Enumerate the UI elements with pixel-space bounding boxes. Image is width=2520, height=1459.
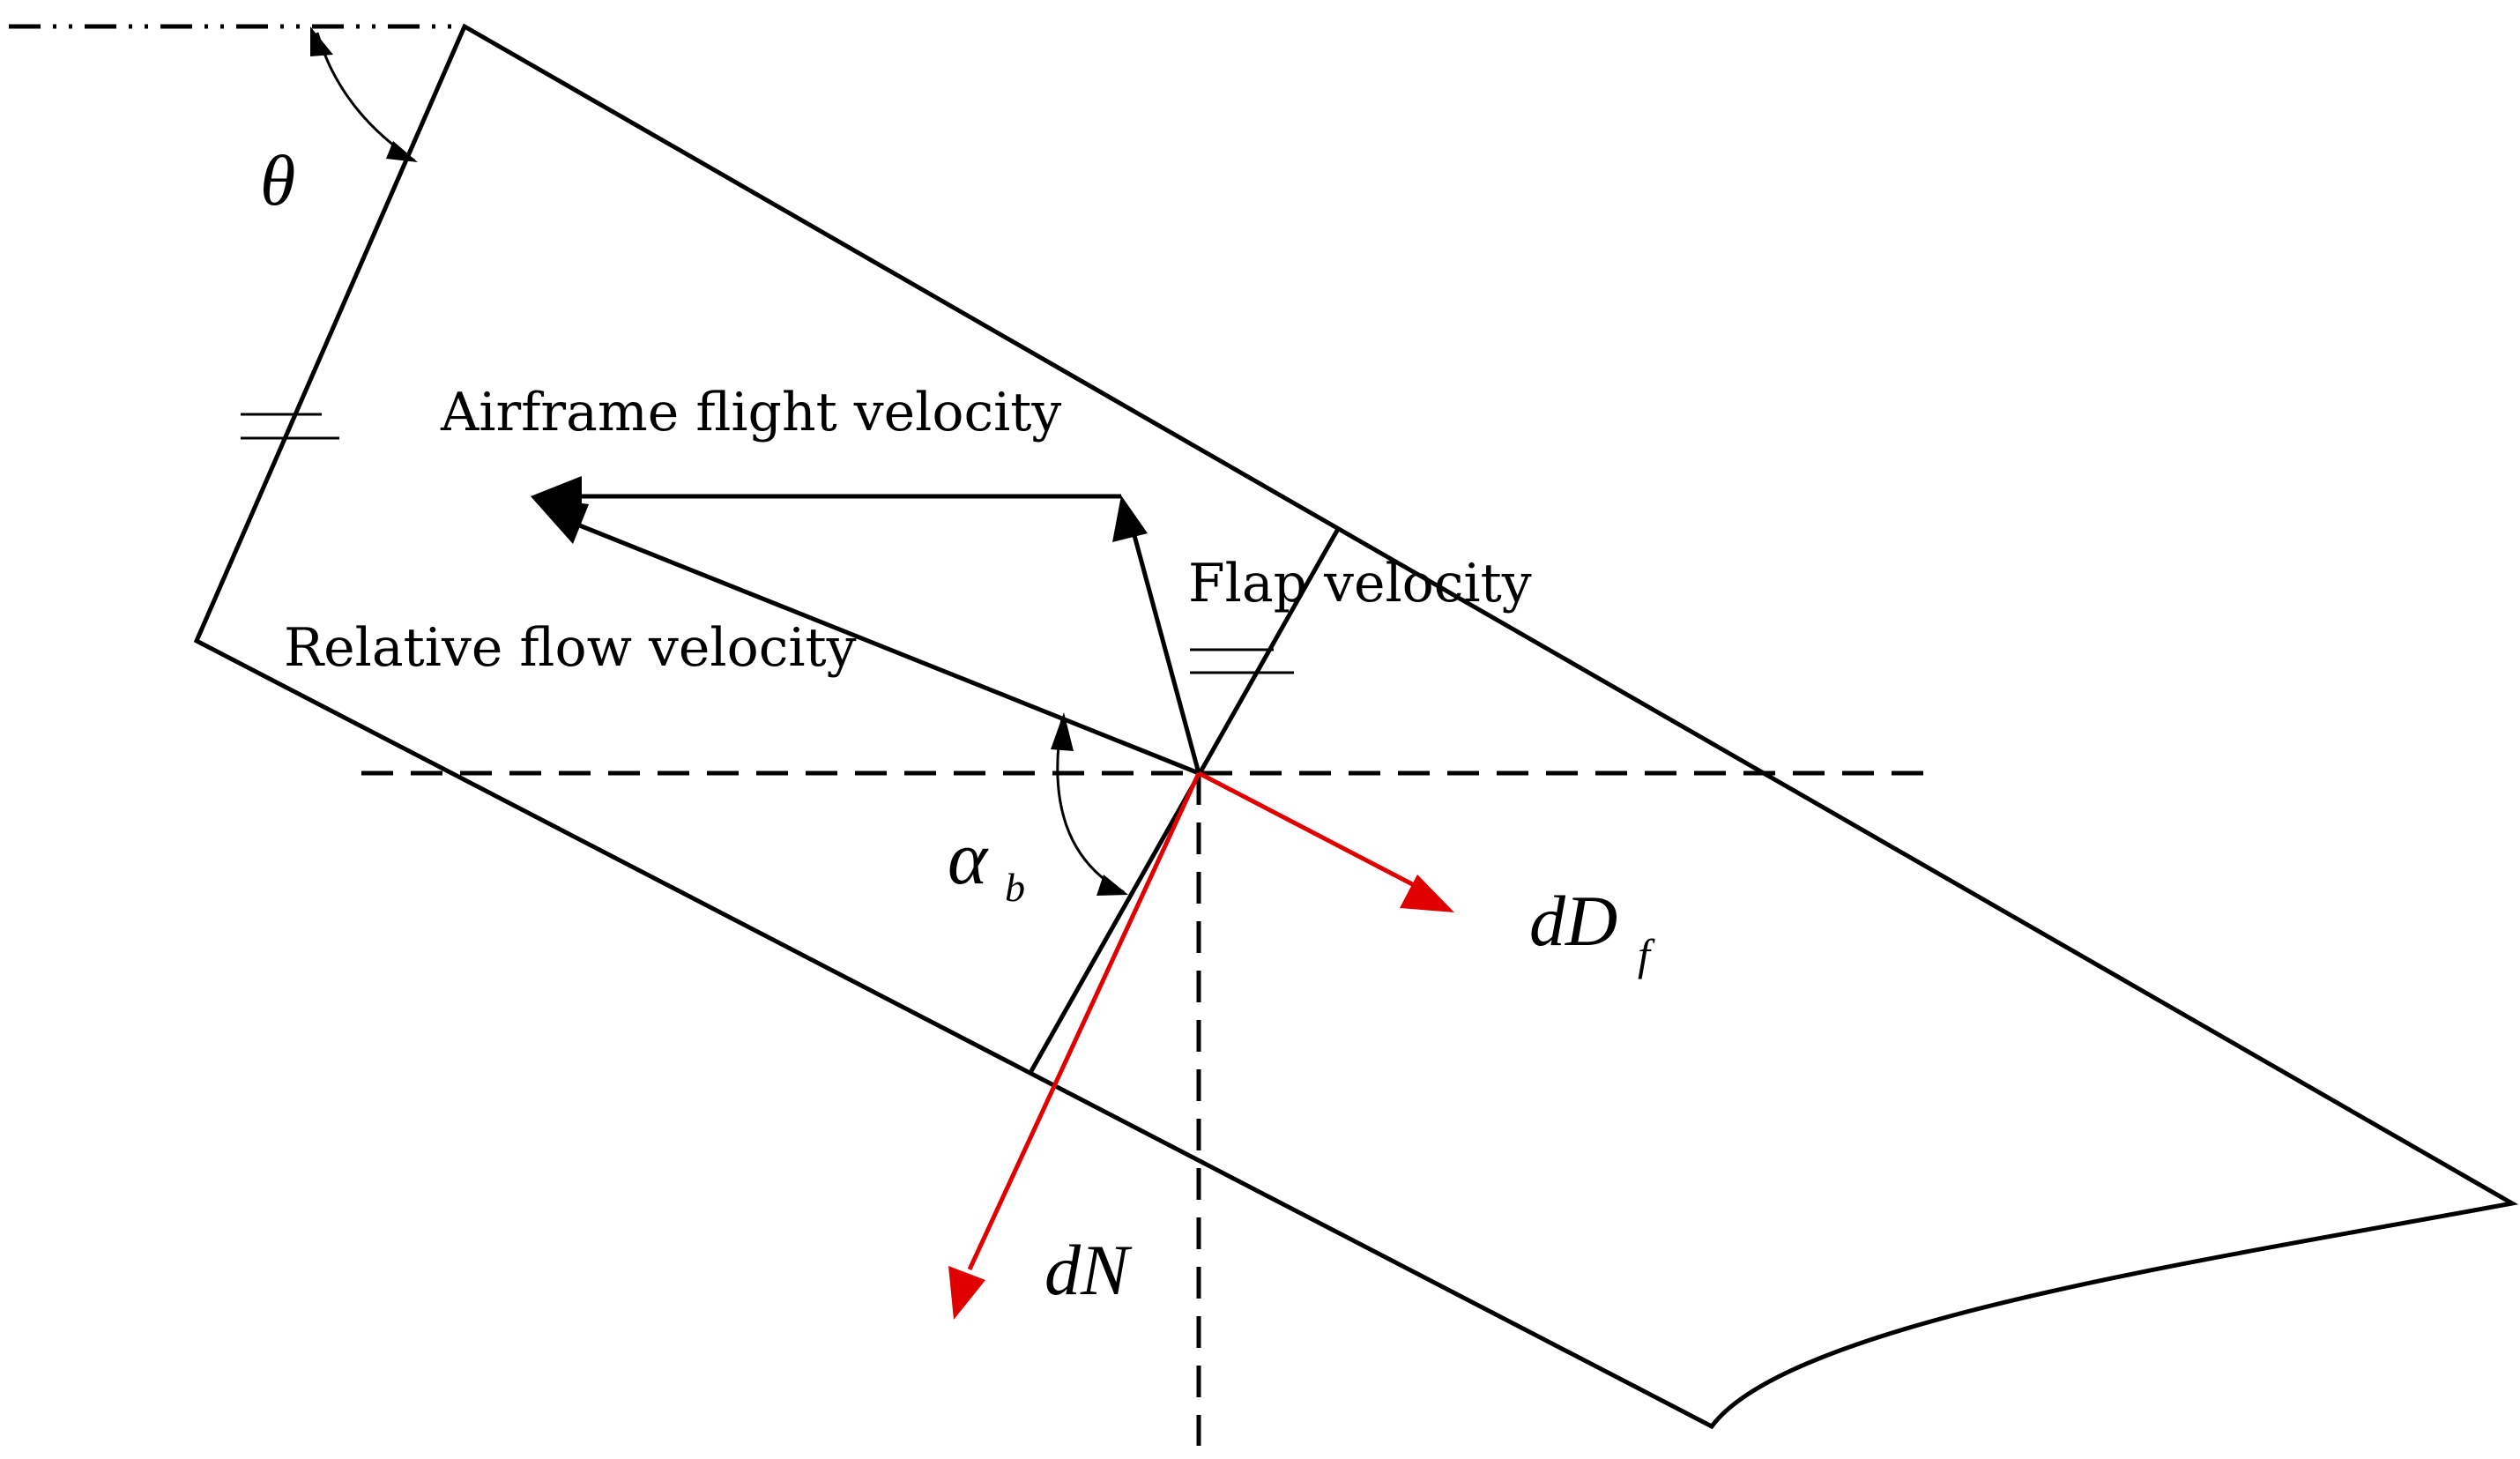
airframe-flight-velocity-label: Airframe flight velocity — [440, 382, 1061, 443]
alpha-arc-arrowhead-top — [1051, 712, 1074, 751]
relative-flow-velocity-line — [576, 522, 1200, 776]
relative-flow-arrowhead — [531, 496, 589, 544]
dN-force-vector — [967, 771, 1201, 1271]
alpha-subscript: b — [1005, 865, 1025, 910]
flap-velocity-arrowhead — [1112, 495, 1148, 542]
parallel-mark-left — [241, 413, 339, 440]
theta-symbol: θ — [260, 140, 295, 220]
dDf-symbol: dD — [1529, 881, 1617, 961]
flap-velocity-label: Flap velocity — [1188, 553, 1532, 614]
relative-flow-velocity-label: Relative flow velocity — [284, 617, 857, 679]
dDf-force-vector — [1197, 770, 1421, 890]
dDf-arrowhead — [1400, 875, 1454, 912]
theta-arc-arrowhead-bottom — [386, 141, 418, 162]
wing-outline — [193, 23, 2519, 1430]
parallel-mark-right — [1190, 648, 1294, 674]
flap-velocity-line — [1130, 528, 1201, 774]
dDf-subscript: f — [1638, 930, 1655, 979]
dN-symbol: dN — [1044, 1230, 1133, 1310]
alpha-symbol: α — [948, 815, 989, 900]
theta-angle-arc — [316, 32, 415, 162]
dN-arrowhead — [948, 1266, 985, 1320]
alpha-arc-arrowhead-bottom — [1096, 875, 1128, 896]
theta-arc-arrowhead-top — [310, 26, 333, 56]
